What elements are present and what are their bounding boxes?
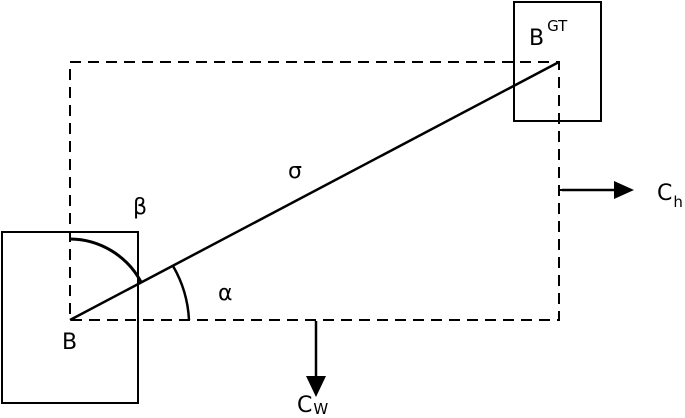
ch-arrow	[560, 181, 634, 199]
alpha-label: α	[218, 281, 233, 306]
center-distance-line	[69, 60, 560, 322]
beta-angle-arc	[69, 237, 143, 283]
cw-subscript: W	[313, 400, 328, 418]
ground-truth-box	[513, 1, 602, 122]
sigma-label: σ	[288, 159, 302, 184]
alpha-angle-arc	[171, 265, 191, 321]
ch-label: Ch	[657, 181, 683, 211]
cw-label: CW	[297, 393, 328, 418]
ground-truth-superscript: GT	[547, 17, 568, 35]
cw-arrow	[306, 321, 326, 397]
beta-label: β	[133, 195, 147, 220]
ch-subscript: h	[673, 193, 683, 211]
enclosing-dashed-rect	[69, 61, 560, 321]
predicted-box-label: B	[62, 330, 77, 355]
